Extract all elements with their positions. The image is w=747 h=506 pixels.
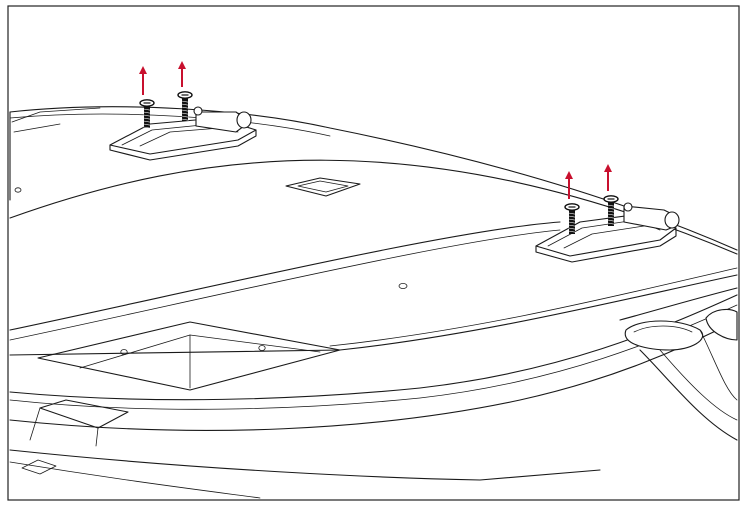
screw-2 <box>177 91 193 121</box>
screw-3-thread <box>568 218 576 221</box>
screw-2-thread <box>181 100 189 103</box>
bottom-left-tab-edge-2 <box>95 427 99 447</box>
recess-hole-left <box>120 349 128 355</box>
screw-1-thread <box>143 114 151 117</box>
screw-4-thread <box>607 204 615 207</box>
speaker-port-right <box>705 308 738 341</box>
screw-3 <box>564 203 580 234</box>
stand-recess <box>37 321 341 391</box>
screw-1-thread <box>143 108 151 111</box>
screw-1-thread <box>143 123 151 126</box>
screw-4-thread <box>607 213 615 216</box>
screw-1-shaft <box>144 106 150 128</box>
hinge-right-end <box>664 211 680 229</box>
screw-3-thread <box>568 224 576 227</box>
screw-4-thread <box>607 219 615 222</box>
screw-4-thread <box>607 210 615 213</box>
speaker-port-left <box>624 320 703 351</box>
recess-hole-right <box>258 345 266 351</box>
screw-3-thread <box>568 212 576 215</box>
diagram-frame <box>7 5 740 501</box>
speaker-housing-curve-2 <box>659 349 738 421</box>
handle-cutout-inner <box>297 180 349 193</box>
screw-2-thread <box>181 106 189 109</box>
bottom-curve-1 <box>9 294 738 401</box>
handle-cutout <box>285 177 361 197</box>
hinge-left-knob <box>193 106 203 116</box>
screw-4-thread <box>607 216 615 219</box>
screw-3-thread <box>568 230 576 233</box>
upper-sweep-curve <box>9 159 738 255</box>
bracket-left-base <box>109 129 257 161</box>
screw-3-thread <box>568 215 576 218</box>
panel-hole-left <box>14 187 22 193</box>
screw-2-thread <box>181 103 189 106</box>
middle-curve-1 <box>9 221 561 331</box>
floor-line-2 <box>9 461 261 499</box>
hinge-right-knob <box>623 202 633 212</box>
panel-top-edge <box>9 106 738 251</box>
middle-curve-2 <box>9 229 561 341</box>
screw-4-shaft <box>608 202 614 226</box>
bracket-right-ridge <box>563 225 645 249</box>
back-panel <box>9 106 738 499</box>
screw-4 <box>603 195 619 226</box>
screw-1-thread <box>143 120 151 123</box>
floor-line-1 <box>9 449 601 481</box>
screw-4-thread <box>607 222 615 225</box>
screw-4-thread <box>607 207 615 210</box>
screw-3-shaft <box>569 210 575 234</box>
screw-1-thread <box>143 117 151 120</box>
hinge-left-end <box>236 111 252 129</box>
bottom-small-square <box>21 459 57 475</box>
screw-2-thread <box>181 109 189 112</box>
bottom-curve-3 <box>9 319 738 431</box>
screw-1 <box>139 99 155 129</box>
screw-1-thread <box>143 126 151 129</box>
left-vent-2 <box>13 123 61 133</box>
screw-2-shaft <box>182 98 188 121</box>
stand-bracket-right <box>535 202 680 263</box>
panel-top-edge-inner <box>9 113 331 137</box>
speaker-housing-top <box>619 287 738 321</box>
bracket-right-base <box>535 227 677 263</box>
screw-3-thread <box>568 221 576 224</box>
screw-2-thread <box>181 112 189 115</box>
bottom-left-tab <box>39 399 129 429</box>
speaker-housing-curve <box>639 349 738 441</box>
speaker-housing-curve-3 <box>699 329 738 401</box>
speaker-port-left-inner <box>633 325 693 333</box>
screws-group <box>139 91 619 234</box>
left-vent <box>11 107 101 123</box>
bracket-left-ridge <box>139 127 221 147</box>
bottom-left-tab-edge <box>29 407 41 441</box>
screw-2-thread <box>181 118 189 121</box>
bottom-curve-2 <box>9 304 738 410</box>
panel-hole-center <box>398 282 408 289</box>
screw-2-thread <box>181 115 189 118</box>
removal-arrows-group <box>139 61 612 199</box>
screw-1-thread <box>143 111 151 114</box>
screw-3-thread <box>568 227 576 230</box>
panel-lower-edge <box>9 274 738 356</box>
panel-lower-edge-inner <box>329 267 738 347</box>
